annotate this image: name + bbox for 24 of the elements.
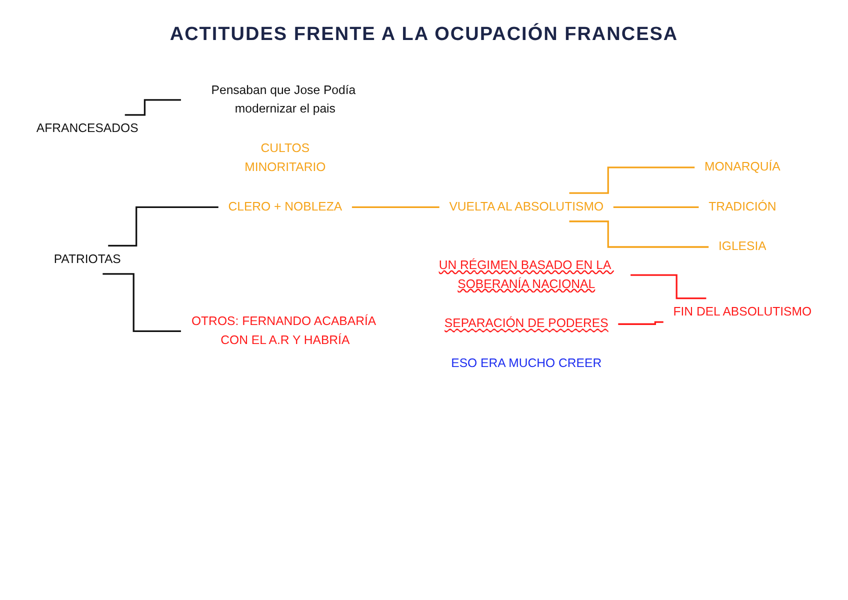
node-text: OTROS: FERNANDO ACABARÍA CON EL A.R Y HABRÍA: [191, 314, 376, 347]
connector: [630, 274, 706, 300]
node-text: IGLESIA: [718, 239, 766, 254]
node-text: FIN DEL ABSOLUTISMO: [673, 304, 812, 319]
node-text: CULTOS MINORITARIO: [244, 141, 326, 174]
node-text: VUELTA AL ABSOLUTISMO: [449, 200, 604, 214]
connector: [613, 206, 699, 208]
node-text: PATRIOTAS: [54, 252, 121, 266]
connector: [352, 206, 440, 208]
node-text: MONARQUÍA: [704, 160, 780, 174]
connector: [569, 166, 695, 194]
node-text: UN RÉGIMEN BASADO EN LA SOBERANÍA NACIONAL: [438, 258, 610, 291]
connector: [108, 206, 218, 246]
node-text: TRADICIÓN: [708, 200, 776, 214]
title: ACTITUDES FRENTE A LA OCUPACIÓN FRANCESA: [170, 24, 678, 46]
node-text: SEPARACIÓN DE PODERES: [444, 316, 608, 330]
node-text: ESO ERA MUCHO CREER: [451, 356, 602, 370]
node-text: Pensaban que Jose Podía modernizar el pais: [211, 83, 356, 116]
node-text: AFRANCESADOS: [36, 121, 138, 136]
connector: [124, 99, 181, 116]
connector: [102, 273, 181, 332]
connector: [618, 321, 664, 325]
node-text: CLERO + NOBLEZA: [228, 200, 342, 214]
connector: [569, 220, 709, 248]
